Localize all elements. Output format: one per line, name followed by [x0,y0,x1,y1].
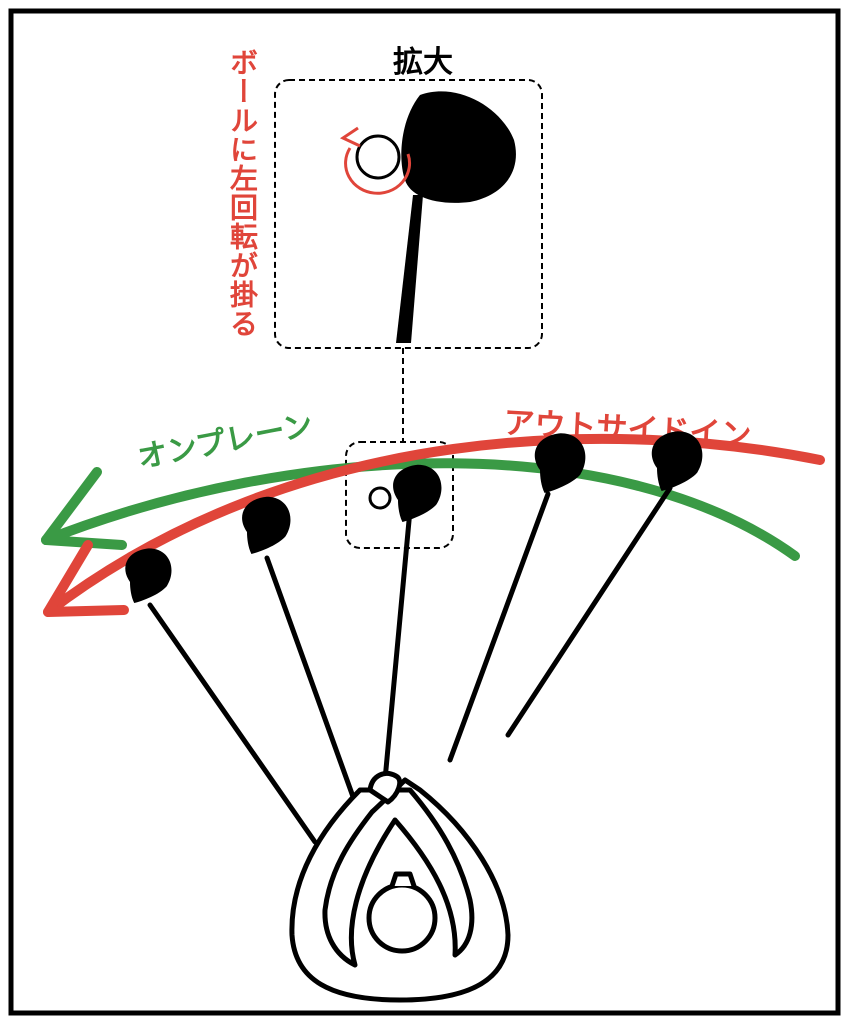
club-head-5 [651,431,703,491]
club-shafts [147,485,673,845]
impact-zone-box [345,441,454,549]
zoom-inset-box [274,79,543,349]
golfer-cap [389,871,417,887]
club-shaft-4 [447,491,551,763]
golfer-icon [289,771,511,1003]
on-plane-path [41,458,800,561]
zoom-label: 拡大 [393,45,453,80]
outer-frame [8,8,841,1016]
outside-in-path [43,433,825,617]
club-head-3 [393,464,442,522]
club-head-1 [125,548,172,603]
on-plane-label: オンプレーン [135,408,316,476]
club-head-4 [534,433,586,493]
ball [368,486,392,510]
club-shaft-1 [147,602,318,845]
enlarged-club-shaft [396,195,423,343]
ball-spin-label: ボールに左回転が掛る [226,48,259,338]
club-shaft-5 [505,485,673,738]
golfer-hands [367,771,403,805]
enlarged-club [396,91,516,343]
golfer-head [366,882,438,954]
enlarged-club-head [401,91,516,203]
club-head-2 [242,496,291,554]
enlarged-ball [355,134,401,180]
club-shaft-2 [264,555,359,808]
spin-arrow-icon [339,126,412,195]
club-shaft-3 [382,507,413,783]
